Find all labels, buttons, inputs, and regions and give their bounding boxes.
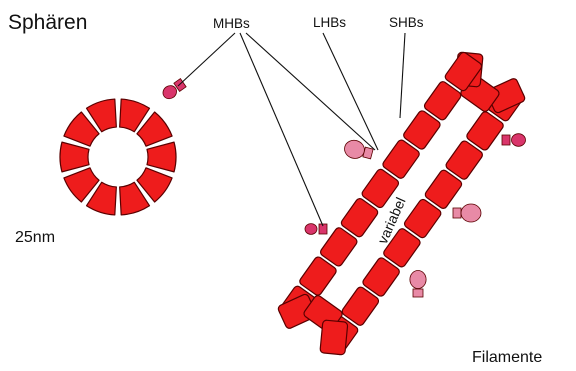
filament-lhb-protein-stem [413,289,423,297]
sphere-subunit [60,142,89,172]
leader-line [240,33,323,226]
sphere-particle [60,99,176,215]
surface-proteins [160,78,525,297]
mhb-label: MHBs [213,16,250,31]
filament-lhb-protein-stem [453,208,461,218]
filament-lhb-protein [453,204,481,222]
leader-line [400,33,405,118]
filament-mhb-protein [502,134,526,147]
spheres-label: Sphären [8,11,87,34]
filament-lhb-protein [410,271,426,298]
filament-lhb-protein-head [342,138,366,161]
filament-lhb-protein-head [410,271,426,289]
filaments-label: Filamente [472,349,542,366]
size-label: 25nm [15,229,55,246]
filament-mhb-protein-stem [502,135,510,145]
filament-lhb-protein-head [461,204,481,222]
lhb-label: LHBs [313,15,346,30]
leader-line [178,33,235,86]
sphere-subunit [147,142,176,172]
filament-mhb-protein-head [512,134,526,147]
filament-lhb-protein [342,138,374,163]
filament-mhb-protein [305,224,327,235]
filament-subunit [320,320,348,355]
filament-mhb-protein-head [305,224,317,235]
leader-line [323,33,378,150]
filament-subunit-block [320,320,348,355]
shb-label: SHBs [389,15,424,30]
